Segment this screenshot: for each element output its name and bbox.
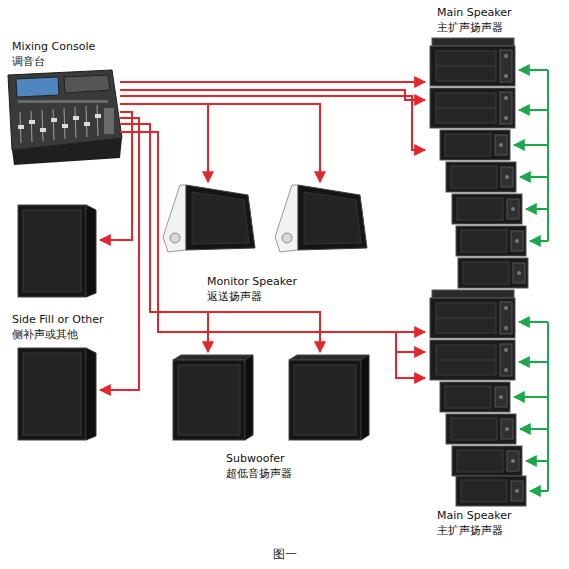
- link-wiring-top: [514, 70, 548, 241]
- console-screen: [16, 77, 59, 97]
- signal-line: [120, 81, 425, 83]
- signal-line: [120, 90, 425, 100]
- array-cabinet: [440, 382, 510, 412]
- signal-line: [100, 112, 132, 240]
- device-node: Main Speaker主扩声扬声器: [425, 290, 525, 505]
- signal-line: [120, 96, 425, 150]
- device-label-cn: 调音台: [12, 55, 152, 69]
- device-node: Monitor Speaker返送扬声器: [160, 182, 365, 260]
- device-label-cn: 超低音扬声器: [226, 467, 366, 481]
- device-node: Main Speaker主扩声扬声器: [425, 38, 525, 288]
- subwoofer-cabinet: [173, 355, 253, 440]
- signal-line: [120, 132, 425, 378]
- signal-line: [100, 118, 139, 390]
- console-controls: [18, 100, 114, 134]
- signal-connector: [120, 124, 320, 352]
- array-cabinet: [456, 476, 526, 506]
- array-cabinet: [440, 130, 510, 160]
- console-knobs: [18, 114, 101, 132]
- device-label: Monitor Speaker: [207, 275, 357, 289]
- line-array-top: [430, 38, 528, 288]
- device-label-cn: 侧补声或其他: [12, 328, 152, 342]
- device-label-cn: 返送扬声器: [207, 290, 357, 304]
- console-panel: [64, 75, 110, 93]
- device-label: Main Speaker: [437, 6, 567, 20]
- device-label: Side Fill or Other: [12, 313, 152, 327]
- device-label: Subwoofer: [226, 452, 366, 466]
- device-label-cn: 主扩声扬声器: [437, 21, 567, 35]
- signal-line: [120, 132, 425, 332]
- array-cabinet: [430, 88, 515, 128]
- device-node: Subwoofer超低音扬声器: [168, 352, 375, 444]
- mixing-console-art: [8, 70, 122, 165]
- array-cabinet: [430, 340, 515, 380]
- device-node: Mixing Console调音台: [5, 68, 120, 165]
- side-fill-cabinet: [18, 348, 96, 440]
- signal-connector: [100, 112, 139, 390]
- console-top: [8, 70, 122, 150]
- signal-line: [120, 104, 208, 182]
- console-front: [12, 138, 122, 165]
- link-wiring-bottom: [514, 322, 548, 491]
- rigging-frame: [432, 290, 514, 298]
- device-node: Side Fill or Other侧补声或其他: [15, 200, 100, 445]
- rigging-frame: [432, 38, 514, 46]
- signal-line: [120, 124, 320, 352]
- signal-connector: [120, 82, 425, 150]
- signal-line: [120, 132, 425, 352]
- subwoofer-cabinet: [289, 355, 369, 440]
- signal-connector: [120, 132, 425, 378]
- monitor-wedge: [163, 185, 255, 252]
- array-cabinet: [430, 46, 515, 86]
- array-cabinet: [458, 258, 528, 288]
- device-label-cn: 主扩声扬声器: [437, 524, 567, 538]
- console-faders: [20, 105, 98, 143]
- array-cabinet: [456, 226, 526, 256]
- monitor-wedge: [275, 185, 367, 252]
- line-array-bottom: [430, 290, 526, 506]
- device-label: Main Speaker: [437, 509, 567, 523]
- signal-connector: [120, 104, 320, 182]
- array-cabinet: [452, 194, 522, 224]
- array-cabinet: [446, 162, 516, 192]
- array-cabinet: [452, 446, 522, 476]
- signal-line: [120, 124, 208, 352]
- device-label: Mixing Console: [12, 40, 152, 54]
- side-fill-cabinet: [18, 205, 96, 297]
- array-cabinet: [446, 414, 516, 444]
- figure-caption: 图一: [255, 547, 315, 561]
- array-cabinet: [430, 298, 515, 338]
- signal-line: [120, 104, 320, 182]
